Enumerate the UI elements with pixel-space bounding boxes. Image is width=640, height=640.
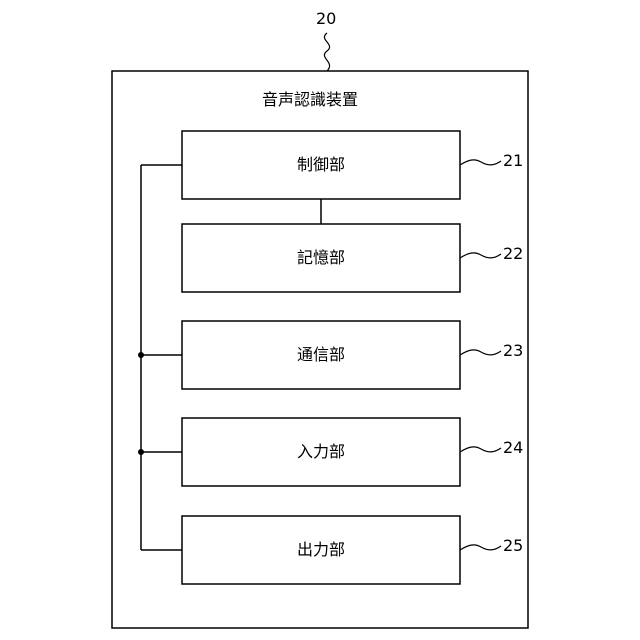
unit-ref-storage: 22 [503,244,523,264]
unit-label-storage: 記憶部 [182,248,460,268]
ref-leader-output [460,545,501,550]
ref-leader-control [460,160,501,165]
unit-label-communication: 通信部 [182,345,460,365]
unit-ref-output: 25 [503,536,523,556]
bus-junction-communication [138,352,144,358]
unit-ref-input: 24 [503,438,523,458]
unit-ref-control: 21 [503,151,523,171]
unit-label-input: 入力部 [182,442,460,462]
unit-label-output: 出力部 [182,540,460,560]
ref-leader-communication [460,350,501,355]
ref-leader-storage [460,253,501,258]
unit-label-control: 制御部 [182,155,460,175]
device-leader-line [324,33,329,71]
device-ref-number: 20 [316,9,336,29]
ref-leader-input [460,447,501,452]
unit-ref-communication: 23 [503,341,523,361]
device-title: 音声認識装置 [262,90,358,110]
bus-junction-input [138,449,144,455]
